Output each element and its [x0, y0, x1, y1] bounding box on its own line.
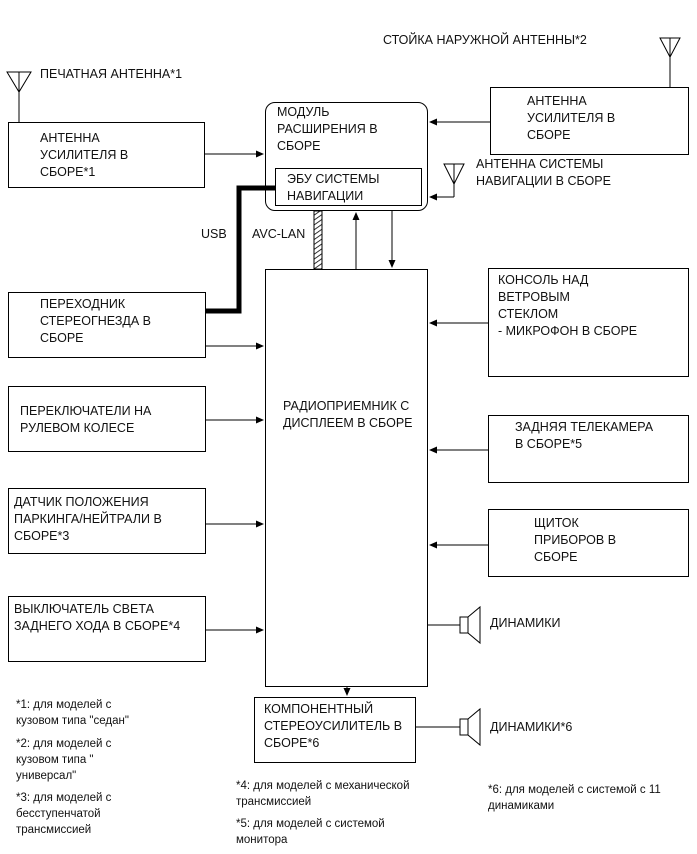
amplifier-antenna-right-text: АНТЕННА УСИЛИТЕЛЯ В СБОРЕ — [527, 94, 616, 142]
park-neutral-sensor-box — [8, 488, 206, 554]
usb-cable — [206, 185, 275, 314]
radio-display-text: РАДИОПРИЕМНИК С ДИСПЛЕЕМ В СБОРЕ — [283, 399, 413, 430]
steering-switches-text: ПЕРЕКЛЮЧАТЕЛИ НА РУЛЕВОМ КОЛЕСЕ — [20, 404, 152, 435]
nav-antenna-icon — [429, 163, 465, 201]
console-microphone-text: КОНСОЛЬ НАД ВЕТРОВЫМ СТЕКЛОМ - МИКРОФОН … — [498, 273, 638, 338]
expansion-module-text: МОДУЛЬ РАСШИРЕНИЯ В СБОРЕ — [277, 105, 378, 153]
speaker-6-icon — [459, 707, 481, 747]
nav-ecu-box — [275, 168, 422, 206]
footnote-3: *3: для моделей с бесступенчатой трансми… — [16, 792, 112, 836]
park-neutral-sensor-text: ДАТЧИК ПОЛОЖЕНИЯ ПАРКИНГА/НЕЙТРАЛИ В СБО… — [14, 495, 162, 543]
avc-lan-bus — [313, 210, 323, 270]
footnote-5: *5: для моделей с системой монитора — [236, 818, 385, 846]
outer-antenna-post-icon — [659, 37, 681, 87]
component-amplifier-text: КОМПОНЕНТНЫЙ СТЕРЕОУСИЛИТЕЛЬ В СБОРЕ*6 — [264, 702, 403, 750]
stereo-jack-text: ПЕРЕХОДНИК СТЕРЕОГНЕЗДА В СБОРЕ — [40, 297, 152, 345]
speaker-icon — [459, 605, 481, 645]
printed-antenna-icon — [6, 71, 32, 122]
instrument-panel-text: ЩИТОК ПРИБОРОВ В СБОРЕ — [534, 516, 617, 564]
avc-lan-label: AVC-LAN — [252, 227, 306, 241]
amplifier-antenna-right-box — [490, 87, 689, 155]
speakers-6-label: ДИНАМИКИ*6 — [490, 720, 573, 734]
stereo-jack-box — [8, 292, 206, 358]
nav-ecu-text: ЭБУ СИСТЕМЫ НАВИГАЦИИ — [287, 172, 380, 203]
footnote-2: *2: для моделей с кузовом типа " универс… — [16, 738, 112, 782]
reverse-light-switch-text: ВЫКЛЮЧАТЕЛЬ СВЕТА ЗАДНЕГО ХОДА В СБОРЕ*4 — [14, 602, 181, 633]
speakers-label: ДИНАМИКИ — [490, 616, 561, 630]
rear-camera-box — [488, 415, 689, 483]
steering-switches-box — [8, 386, 206, 452]
radio-display-box — [265, 269, 428, 687]
nav-antenna-label: АНТЕННА СИСТЕМЫ НАВИГАЦИИ В СБОРЕ — [476, 157, 611, 188]
instrument-panel-box — [488, 509, 689, 577]
footnote-1: *1: для моделей с кузовом типа "седан" — [16, 699, 129, 727]
footnote-6: *6: для моделей с системой с 11 динамика… — [488, 784, 661, 812]
footnote-4: *4: для моделей с механической трансмисс… — [236, 780, 410, 808]
rear-camera-text: ЗАДНЯЯ ТЕЛЕКАМЕРА В СБОРЕ*5 — [515, 420, 654, 451]
reverse-light-switch-box — [8, 596, 206, 662]
outer-antenna-post-label: СТОЙКА НАРУЖНОЙ АНТЕННЫ*2 — [383, 33, 587, 47]
console-microphone-box — [488, 268, 689, 377]
component-amplifier-box — [254, 697, 416, 763]
amplifier-antenna-left-text: АНТЕННА УСИЛИТЕЛЯ В СБОРЕ*1 — [40, 131, 129, 179]
printed-antenna-label: ПЕЧАТНАЯ АНТЕННА*1 — [40, 67, 183, 81]
usb-label: USB — [201, 227, 227, 241]
amplifier-antenna-left-box — [8, 122, 205, 188]
